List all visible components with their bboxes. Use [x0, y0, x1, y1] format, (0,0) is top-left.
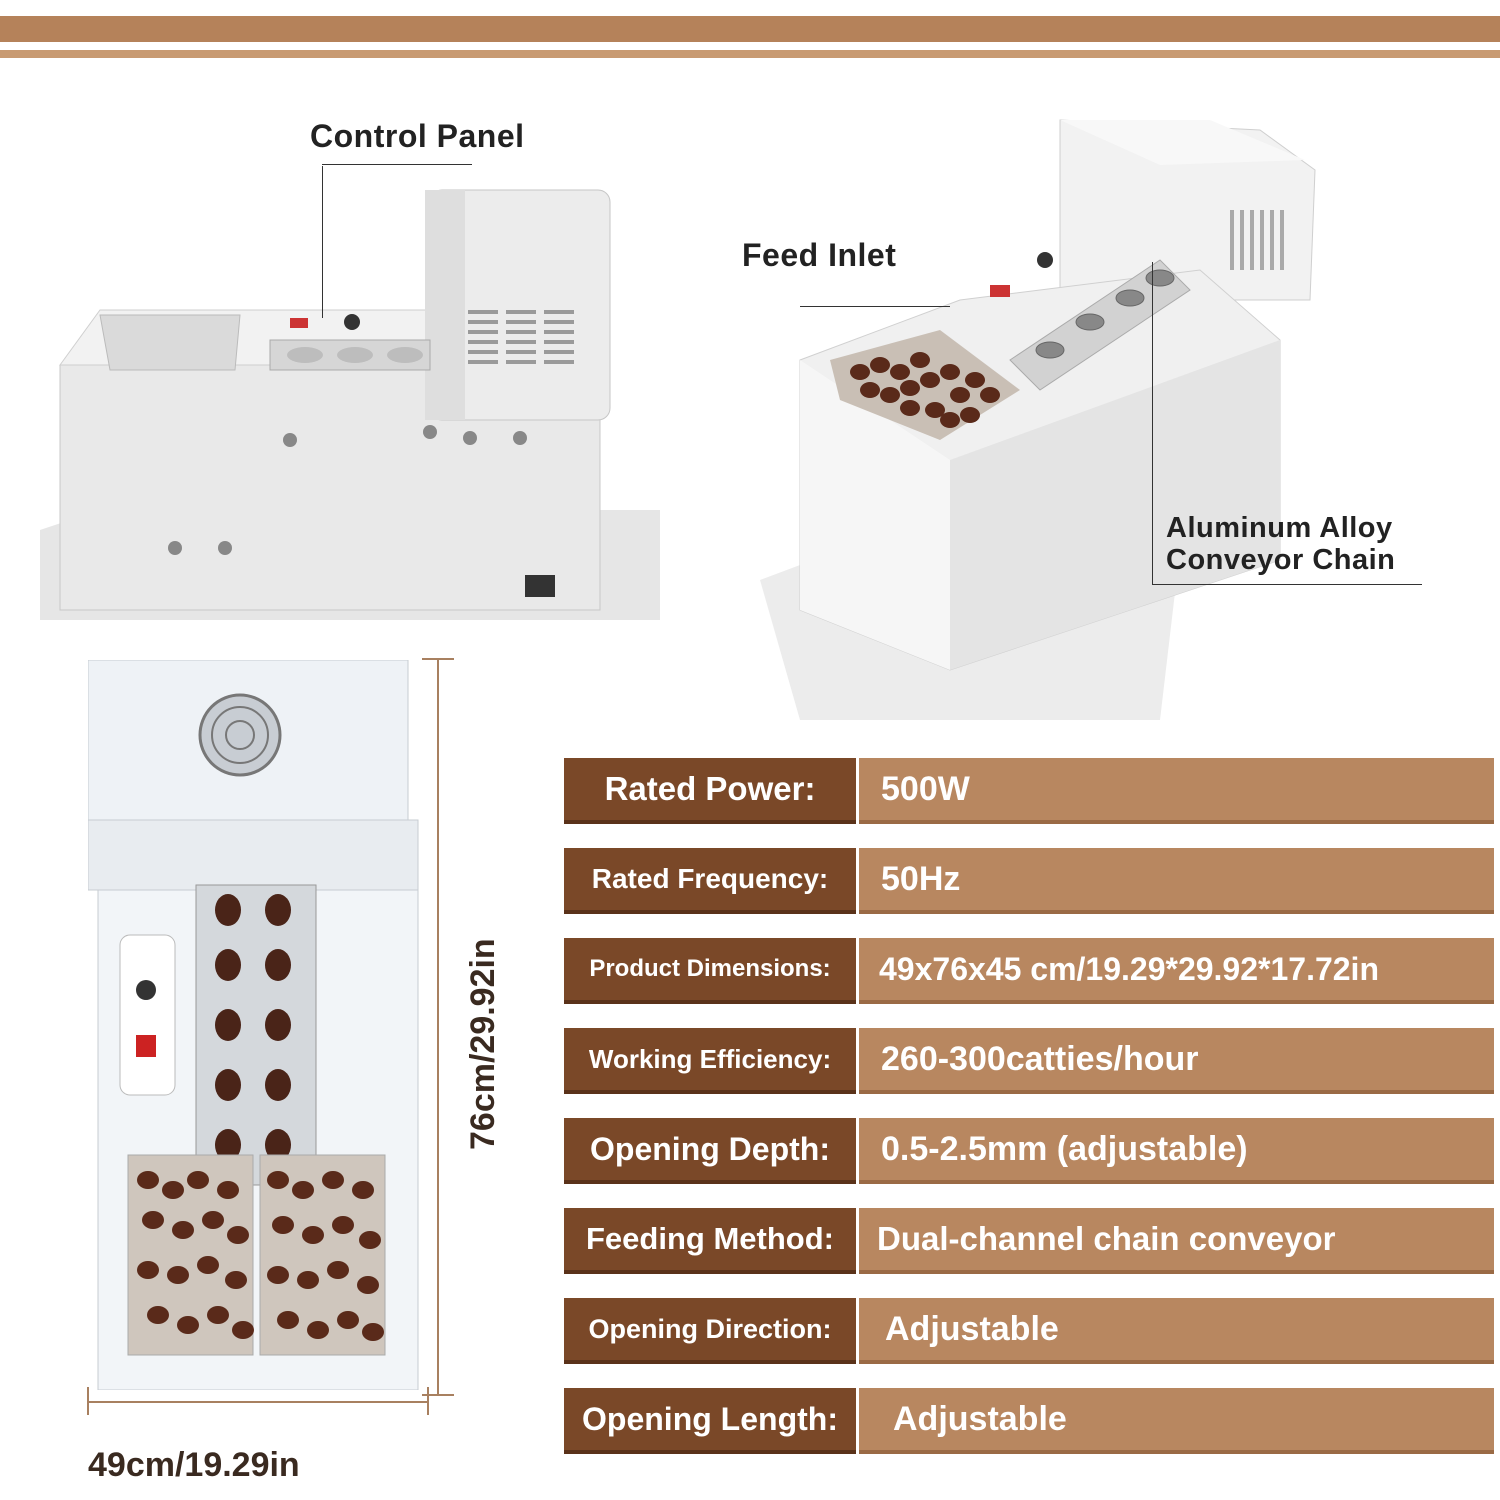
spec-value: 0.5-2.5mm (adjustable): [859, 1118, 1494, 1184]
spec-value: Adjustable: [859, 1298, 1494, 1364]
spec-row-opening-depth: Opening Depth: 0.5-2.5mm (adjustable): [564, 1118, 1494, 1184]
spec-label: Product Dimensions:: [564, 938, 856, 1004]
feed-inlet-callout: Feed Inlet: [742, 237, 897, 273]
spec-row-opening-direction: Opening Direction: Adjustable: [564, 1298, 1494, 1364]
spec-value: 500W: [859, 758, 1494, 824]
header-stripe-thick: [0, 16, 1500, 42]
spec-value: 49x76x45 cm/19.29*29.92*17.72in: [859, 938, 1494, 1004]
conveyor-chain-callout-line2: Conveyor Chain: [1166, 544, 1396, 576]
conveyor-chain-leader-line-h: [1152, 584, 1422, 585]
header-stripe-thin: [0, 50, 1500, 58]
feed-inlet-leader-line: [800, 306, 950, 307]
machine-side-view-photo: [40, 189, 660, 620]
spec-table: Rated Power: 500W Rated Frequency: 50Hz …: [564, 758, 1494, 1478]
spec-label: Rated Frequency:: [564, 848, 856, 914]
spec-label: Opening Direction:: [564, 1298, 856, 1364]
spec-label: Rated Power:: [564, 758, 856, 824]
spec-row-working-efficiency: Working Efficiency: 260-300catties/hour: [564, 1028, 1494, 1094]
spec-label: Working Efficiency:: [564, 1028, 856, 1094]
width-dimension-label: 49cm/19.29in: [88, 1446, 300, 1484]
spec-value: 260-300catties/hour: [859, 1028, 1494, 1094]
spec-value: Adjustable: [859, 1388, 1494, 1454]
control-panel-callout: Control Panel: [310, 118, 525, 154]
conveyor-chain-callout-line1: Aluminum Alloy: [1166, 512, 1393, 544]
conveyor-chain-leader-line: [1152, 262, 1153, 584]
header-stripes: [0, 0, 1500, 60]
spec-row-feeding-method: Feeding Method: Dual-channel chain conve…: [564, 1208, 1494, 1274]
machine-perspective-photo: [760, 119, 1316, 720]
spec-label: Opening Length:: [564, 1388, 856, 1454]
spec-row-product-dimensions: Product Dimensions: 49x76x45 cm/19.29*29…: [564, 938, 1494, 1004]
spec-row-opening-length: Opening Length: Adjustable: [564, 1388, 1494, 1454]
spec-row-rated-frequency: Rated Frequency: 50Hz: [564, 848, 1494, 914]
dimension-lines: [87, 658, 454, 1415]
spec-label: Opening Depth:: [564, 1118, 856, 1184]
spec-label: Feeding Method:: [564, 1208, 856, 1274]
spec-value: Dual-channel chain conveyor: [859, 1208, 1494, 1274]
machine-top-view-photo: [88, 660, 419, 1390]
control-panel-leader-line-h: [322, 164, 472, 165]
height-dimension-label: 76cm/29.92in: [464, 938, 502, 1150]
control-panel-leader-line: [322, 166, 323, 318]
spec-value: 50Hz: [859, 848, 1494, 914]
spec-row-rated-power: Rated Power: 500W: [564, 758, 1494, 824]
